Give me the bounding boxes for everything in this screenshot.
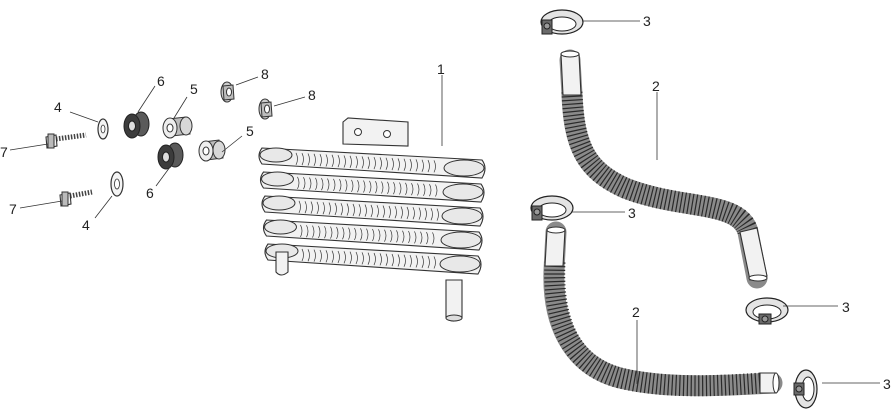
hose-clamp-b: [530, 195, 574, 221]
hose-lower: [543, 221, 783, 397]
cooler-fin-row: [258, 147, 486, 179]
callout-5-upper: 5: [190, 81, 198, 97]
callout-3-d: 3: [883, 376, 891, 392]
callout-3-a: 3: [643, 13, 651, 29]
callout-6-lower: 6: [146, 185, 154, 201]
spacer-lower: [198, 139, 226, 162]
flange-nut-upper: [220, 81, 235, 103]
callout-8-lower: 8: [308, 87, 316, 103]
cooler-fin-row: [259, 171, 485, 203]
callout-7-lower: 7: [9, 201, 17, 217]
callout-5-lower: 5: [246, 123, 254, 139]
callout-8-upper: 8: [261, 66, 269, 82]
cooler-fin-row: [264, 243, 482, 275]
bolt-lower: [59, 189, 93, 207]
callout-4-upper: 4: [54, 99, 62, 115]
washer-lower: [110, 171, 124, 197]
grommet-upper: [123, 111, 150, 139]
bolt-upper: [45, 132, 87, 149]
callout-1: 1: [437, 61, 445, 77]
grommet-lower: [157, 142, 184, 170]
spacer-upper: [162, 116, 193, 139]
washer-upper: [97, 118, 109, 140]
oil-cooler: [258, 117, 486, 322]
flange-nut-lower: [258, 98, 273, 120]
callout-4-lower: 4: [82, 217, 90, 233]
callout-3-c: 3: [842, 299, 850, 315]
hose-clamp-d: [793, 369, 818, 409]
hose-upper: [559, 49, 768, 289]
callout-7-upper: 7: [0, 144, 8, 160]
leader-lines: [9, 20, 880, 384]
callout-6-upper: 6: [157, 73, 165, 89]
hose-clamp-a: [540, 9, 584, 35]
cooler-fin-row: [261, 195, 484, 227]
cooler-fin-row: [262, 219, 483, 251]
callout-2-upper-hose: 2: [652, 78, 660, 94]
callout-2-lower-hose: 2: [632, 304, 640, 320]
callout-3-b: 3: [628, 205, 636, 221]
hose-clamp-c: [745, 297, 789, 325]
